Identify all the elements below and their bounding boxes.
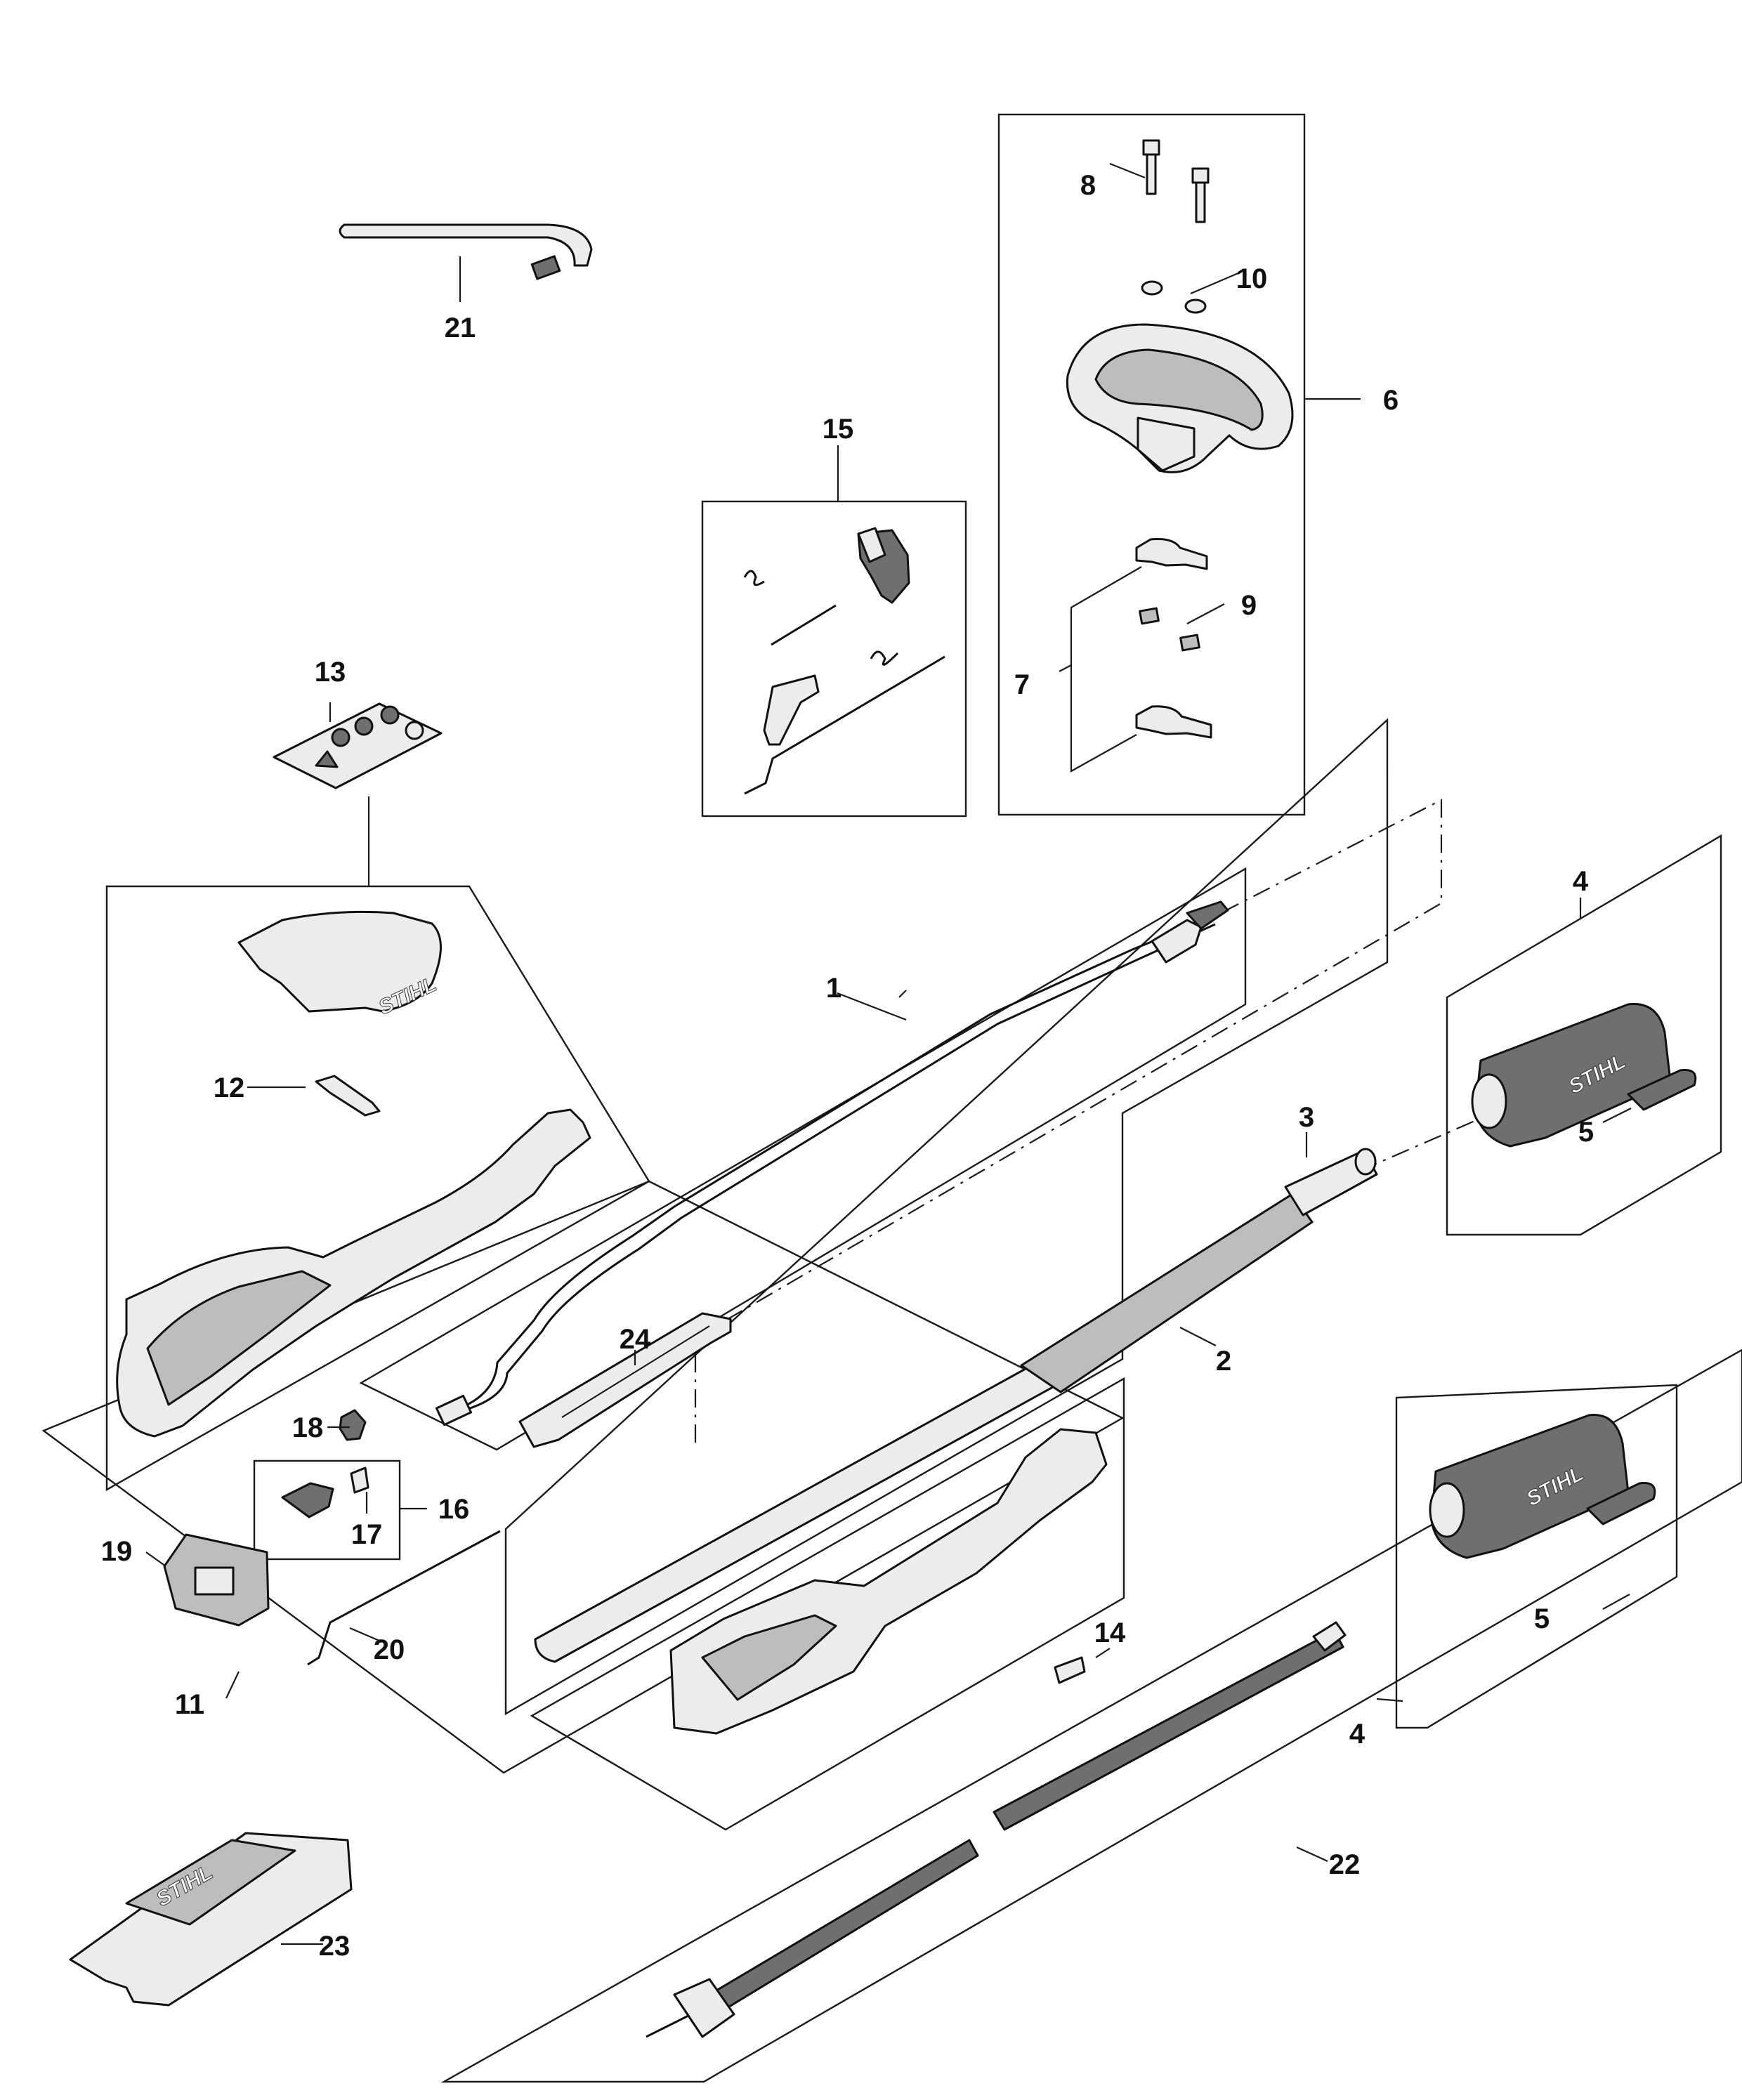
part-16 [253,1459,401,1561]
callouts: 21 8 10 6 15 9 7 13 12 1 4 3 5 2 24 18 1… [101,170,1594,1962]
callout-4a: 4 [1573,866,1589,897]
part-19 [163,1533,270,1627]
alignment-line-grip [1359,1114,1488,1172]
grip-part-4-bottom: STIHL [1429,1414,1630,1559]
part-24 [518,1312,732,1448]
rod-part-20 [307,1530,501,1666]
holder-part-23: STIHL [69,1832,353,2007]
callout-16: 16 [438,1494,470,1525]
lever-part-5-top [1627,1068,1697,1111]
screw-part-14 [1054,1656,1086,1684]
cable-part-21 [339,223,593,280]
clamp-part-7 [1135,538,1212,739]
housing-assembly-frame [41,1180,1125,1774]
washer-part-10 [1141,280,1207,314]
callout-4b: 4 [1349,1719,1366,1750]
part-18 [339,1409,367,1441]
extension-frame [440,1348,1742,2083]
callout-6: 6 [1383,385,1399,416]
callout-24: 24 [620,1324,651,1355]
callout-11: 11 [175,1689,204,1720]
nut-part-9 [1139,607,1200,652]
callout-20: 20 [374,1634,405,1665]
callout-14: 14 [1094,1617,1126,1648]
handle-kit-frame [997,113,1306,816]
grip-frame-top [1446,834,1722,1236]
lower-housing [669,1428,1108,1735]
grip-part-4-top: STIHL [1471,1003,1672,1148]
callout-17: 17 [351,1519,383,1550]
callout-3: 3 [1299,1102,1314,1133]
callout-5a: 5 [1578,1117,1594,1148]
callout-8: 8 [1080,170,1096,201]
callout-1: 1 [826,973,841,1004]
label-part-13 [273,702,443,789]
callout-15: 15 [823,414,854,445]
callout-23: 23 [319,1931,351,1962]
screw-part-8 [1142,139,1210,223]
callout-22: 22 [1329,1849,1361,1880]
loop-handle-part-6 [1066,323,1294,473]
grip-frame-bottom [1395,1384,1678,1729]
housing-cover: STIHL [237,910,442,1020]
callout-19: 19 [101,1536,133,1567]
trigger-kit-frame [701,500,967,818]
lower-housing-frame [530,1377,1125,1831]
callout-13: 13 [315,657,346,688]
callout-7: 7 [1014,669,1030,700]
housing-lower-half [116,1108,591,1438]
cable-assembly-part-1 [435,900,1229,1426]
callout-18: 18 [292,1412,324,1443]
trigger-kit-part-15 [743,527,945,795]
shaft-part-2 [534,1148,1378,1663]
callout-2: 2 [1216,1346,1231,1377]
cable-frame [359,867,1247,1451]
shaft-frame [504,718,1389,1716]
callout-9: 9 [1241,590,1257,621]
callout-5b: 5 [1534,1603,1550,1634]
callout-12: 12 [214,1072,245,1103]
callout-21: 21 [445,313,476,343]
leader-lines [145,162,1632,1945]
callout-10: 10 [1236,263,1268,294]
extension-part-22 [646,1621,1347,2038]
part-12 [315,1075,381,1117]
lever-part-5-bottom [1586,1481,1656,1525]
